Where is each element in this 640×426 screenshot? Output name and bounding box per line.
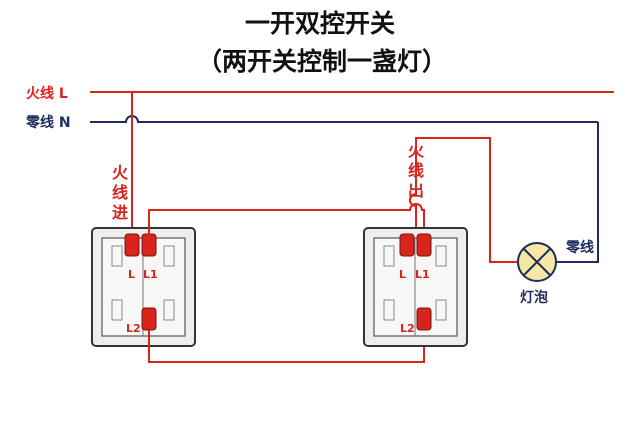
- terminal-l2: [416, 307, 432, 331]
- traveler-wire-l1: [148, 203, 425, 244]
- switch-right-slot: [435, 299, 447, 321]
- switch-right-slot: [383, 245, 395, 267]
- switch-right-slot: [435, 245, 447, 267]
- live-line-label: 火线 L: [26, 85, 68, 102]
- left-feed-label: 火 线 进: [112, 163, 129, 222]
- switch-left-slot: [163, 299, 175, 321]
- diagram-title: 一开双控开关: [245, 9, 395, 38]
- terminal-l2: [141, 307, 157, 331]
- switch-right: L L1 L2: [363, 227, 468, 347]
- neutral-line-label: 零线 N: [25, 114, 71, 131]
- terminal-l: [124, 233, 140, 257]
- left-feed-char: 进: [112, 203, 128, 222]
- lamp-cross: [523, 248, 551, 276]
- terminal-l1-label: L1: [415, 268, 430, 281]
- right-feed-label: 火 线 出: [408, 141, 425, 200]
- terminal-l1: [416, 233, 432, 257]
- diagram-subtitle: （两开关控制一盏灯）: [197, 47, 447, 76]
- terminal-l2-label: L2: [400, 322, 415, 335]
- right-feed-char: 线: [408, 161, 424, 180]
- switch-right-slot: [383, 299, 395, 321]
- neutral-to-lamp-label: 零线: [565, 239, 594, 256]
- terminal-l-label: L: [128, 268, 135, 281]
- neutral-to-lamp-wire: [556, 122, 599, 263]
- left-feed-char: 火: [112, 163, 129, 182]
- switch-left-slot: [111, 299, 123, 321]
- lamp-icon: [517, 242, 557, 282]
- right-feed-char: 火: [408, 141, 425, 160]
- terminal-l2-label: L2: [126, 322, 141, 335]
- terminal-l1-label: L1: [143, 268, 158, 281]
- neutral-line: [90, 115, 598, 123]
- lamp-label: 灯泡: [520, 289, 548, 306]
- switch-left-slot: [163, 245, 175, 267]
- switch-left: L L1 L2: [91, 227, 196, 347]
- switch-left-slot: [111, 245, 123, 267]
- terminal-l-label: L: [399, 268, 406, 281]
- live-out-wire: [409, 137, 518, 263]
- left-feed-char: 线: [112, 183, 128, 202]
- terminal-l: [399, 233, 415, 257]
- right-feed-char: 出: [408, 181, 424, 200]
